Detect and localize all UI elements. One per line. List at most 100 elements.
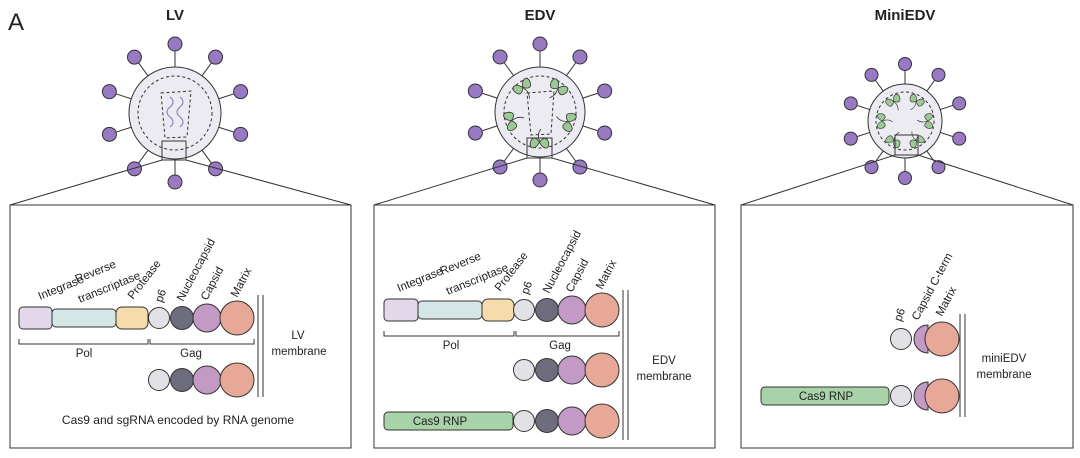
lv-caption: Cas9 and sgRNA encoded by RNA genome [62, 413, 294, 427]
cas9-rnp-particle [917, 113, 933, 129]
rnp-lobe [562, 121, 573, 133]
cas9-rnp-particle [885, 93, 901, 111]
nucleocapsid-domain [535, 409, 559, 433]
miniedv-capsid-core [875, 91, 935, 151]
cas9-rnp-particle [877, 113, 893, 129]
edv-capsid-cone [526, 90, 555, 136]
matrix-domain [924, 378, 960, 414]
lv-panel: LV Integrase Reverse transcriptase Prot [9, 7, 352, 449]
miniedv-cas9-rnp-label: Cas9 RNP [799, 391, 854, 403]
p6-label: p6 [893, 307, 909, 323]
miniedv-membrane-label-2: membrane [977, 369, 1032, 381]
capsid-domain [192, 303, 222, 333]
edv-gag-polyprotein [513, 352, 620, 388]
envelope-glycoprotein [572, 49, 588, 65]
envelope-glycoprotein [233, 84, 249, 100]
edv-title: EDV [525, 7, 556, 24]
rnp-lobe [506, 120, 518, 132]
envelope-glycoprotein [931, 67, 946, 82]
rnp-lobe [924, 113, 933, 122]
envelope-glycoprotein [597, 83, 613, 99]
envelope-glycoprotein [864, 67, 879, 82]
envelope-glycoprotein [952, 131, 967, 146]
sgrna-tail [512, 116, 525, 121]
matrix-domain [219, 300, 255, 336]
p6-domain [513, 299, 535, 321]
envelope-glycoprotein [233, 126, 249, 142]
envelope-glycoprotein [843, 131, 858, 146]
p6-domain [148, 369, 170, 391]
rnp-lobe [885, 135, 894, 144]
envelope-glycoprotein [843, 96, 858, 111]
integrase-domain [18, 306, 53, 330]
cas9-rnp-particle [503, 111, 525, 132]
rnp-lobe [877, 113, 886, 122]
lv-pol-label: Pol [76, 348, 93, 360]
capsid-domain [557, 406, 587, 436]
p6-domain [513, 359, 535, 381]
edv-gag-pol-polyprotein [383, 292, 620, 328]
rnp-lobe [503, 111, 514, 122]
matrix-domain [219, 362, 255, 398]
rnp-lobe [539, 137, 550, 149]
miniedv-membrane-label-1: miniEDV [982, 353, 1027, 365]
envelope-glycoprotein [532, 36, 548, 52]
capsid-cterm-domain [913, 324, 929, 354]
protease-domain [115, 306, 149, 330]
rnp-lobe [885, 98, 894, 107]
envelope-glycoprotein [208, 49, 224, 65]
cas9-rnp-particle [909, 93, 925, 111]
lv-rna-genome-2 [176, 96, 184, 128]
lv-gag-label: Gag [180, 348, 202, 360]
reverse-transcriptase-domain [417, 300, 483, 320]
edv-virion [467, 36, 613, 188]
envelope-glycoprotein [467, 83, 483, 99]
envelope-glycoprotein [952, 96, 967, 111]
protease-domain [481, 298, 515, 322]
capsid-domain [557, 295, 587, 325]
lv-envelope [128, 66, 222, 160]
edv-membrane-label-2: membrane [637, 371, 692, 383]
envelope-glycoprotein [101, 84, 117, 100]
nucleocapsid-domain [535, 298, 559, 322]
matrix-domain [584, 352, 620, 388]
envelope-glycoprotein [898, 171, 912, 185]
cas9-rnp-particle [556, 112, 577, 133]
p6-domain [148, 307, 170, 329]
rnp-lobe [512, 85, 524, 95]
matrix-domain [584, 292, 620, 328]
lv-gag-pol-polyprotein [18, 300, 255, 336]
nucleocapsid-domain [535, 358, 559, 382]
miniedv-panel: MiniEDV p6 Capsid C-term Matrix Cas9 RNP [740, 7, 1074, 449]
envelope-glycoprotein [492, 159, 508, 175]
miniedv-minimal-gag [890, 321, 960, 357]
nucleocapsid-domain [170, 368, 194, 392]
p6-label: p6 [520, 280, 536, 296]
lv-membrane-label-1: LV [291, 330, 305, 342]
p6-label: p6 [154, 288, 170, 304]
rnp-lobe [557, 85, 569, 96]
miniedv-envelope [867, 83, 943, 159]
envelope-glycoprotein [167, 36, 183, 52]
envelope-glycoprotein [572, 159, 588, 175]
envelope-glycoprotein [467, 125, 483, 141]
edv-panel: EDV Integrase Reverse transcriptase Prot… [373, 7, 716, 449]
matrix-domain [584, 403, 620, 439]
capsid-cterm-domain [913, 381, 929, 411]
envelope-glycoprotein [532, 172, 548, 188]
sgrna-tail [917, 119, 928, 123]
envelope-glycoprotein [208, 161, 224, 177]
p6-domain [513, 410, 535, 432]
rnp-lobe [909, 139, 917, 149]
integrase-domain [383, 298, 419, 322]
edv-detail-box [373, 204, 716, 449]
sgrna-tail [523, 87, 530, 99]
lv-membrane-label-2: membrane [272, 346, 327, 358]
rnp-lobe [565, 112, 577, 123]
capsid-domain [557, 355, 587, 385]
edv-cas9-rnp-label: Cas9 RNP [413, 416, 468, 428]
rnp-lobe [529, 137, 540, 149]
lv-capsid-core [137, 75, 213, 151]
envelope-glycoprotein [597, 125, 613, 141]
